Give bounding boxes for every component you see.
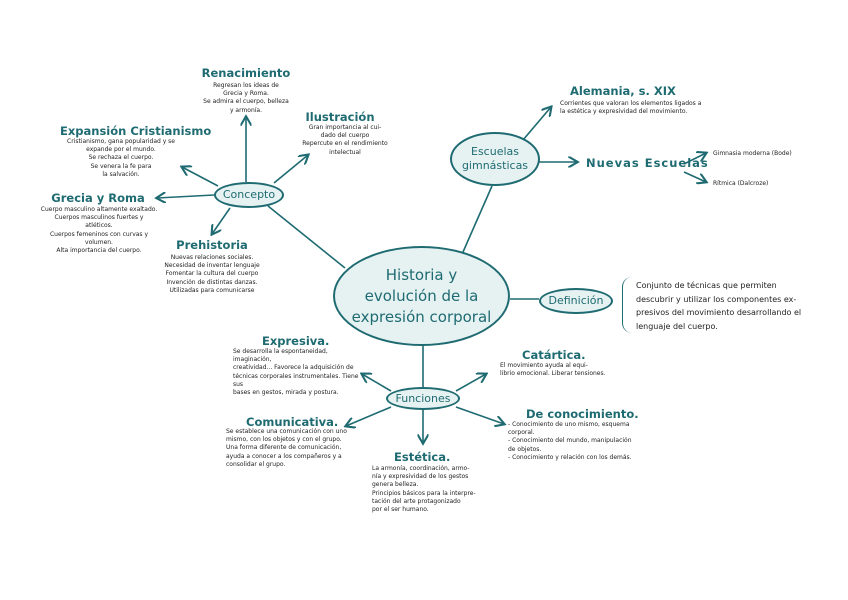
comunicativa-text: Se establece una comunicación con uno mi… — [226, 428, 347, 468]
line-central-escuelas — [462, 185, 493, 253]
prehistoria-text: Nuevas relaciones sociales. Necesidad de… — [164, 254, 260, 294]
conocimiento-text: - Conocimiento de uno mismo, esquema cor… — [508, 421, 632, 461]
concepto-node: Concepto — [214, 182, 284, 208]
escuelas-label: Escuelas gimnásticas — [461, 145, 529, 172]
definicion-brace — [622, 277, 633, 333]
arrow-expansion — [182, 167, 219, 187]
concepto-label: Concepto — [222, 188, 276, 201]
gimnasia-text: Gimnasia moderna (Bode) — [713, 150, 792, 157]
expansion-title: Expansión Cristianismo — [60, 124, 212, 138]
nuevas-title: Nuevas Escuelas — [586, 156, 709, 170]
funciones-node: Funciones — [386, 387, 460, 410]
central-title: Historia y evolución de la expresión cor… — [351, 265, 492, 326]
escuelas-node: Escuelas gimnásticas — [450, 132, 540, 186]
funciones-label: Funciones — [395, 391, 451, 405]
arrow-ilustracion — [273, 155, 308, 184]
comunicativa-title: Comunicativa. — [246, 415, 339, 429]
alemania-title: Alemania, s. XIX — [570, 84, 676, 98]
ilustracion-title: Ilustración — [305, 110, 375, 124]
arrow-grecia — [157, 195, 215, 198]
catartica-title: Catártica. — [522, 348, 586, 362]
estetica-title: Estética. — [394, 450, 451, 464]
grecia-text: Cuerpo masculino altamente exaltado. Cue… — [40, 206, 158, 255]
ilustracion-text: Gran importancia al cui- dado del cuerpo… — [302, 124, 388, 156]
expansion-text: Cristianismo, gana popularidad y se expa… — [67, 138, 175, 178]
renacimiento-text: Regresan los ideas de Grecia y Roma. Se … — [203, 82, 289, 114]
definicion-text: Conjunto de técnicas que permiten descub… — [636, 281, 802, 331]
arrow-gimnasia — [683, 153, 706, 165]
alemania-text: Corrientes que valoran los elementos lig… — [560, 100, 702, 116]
ritmica-text: Rítmica (Dalcroze) — [713, 180, 769, 187]
grecia-title: Grecia y Roma — [51, 191, 145, 205]
arrow-ritmica — [683, 171, 706, 182]
arrow-catartica — [455, 374, 486, 392]
arrow-prehistoria — [212, 207, 231, 234]
expresiva-title: Expresiva. — [262, 334, 330, 348]
conocimiento-title: De conocimiento. — [526, 407, 639, 421]
catartica-text: El movimiento ayuda al equi- librio emoc… — [500, 362, 606, 378]
definicion-label: Definición — [548, 294, 604, 307]
arrow-comunicativa — [346, 406, 392, 426]
definicion-node: Definición — [539, 288, 613, 314]
prehistoria-title: Prehistoria — [176, 238, 248, 252]
arrow-expresiva — [362, 374, 392, 392]
renacimiento-title: Renacimiento — [201, 66, 291, 80]
central-node: Historia y evolución de la expresión cor… — [333, 246, 510, 346]
arrow-conocimiento — [455, 406, 504, 424]
arrow-alemania — [522, 107, 551, 141]
line-central-concepto — [267, 205, 346, 269]
estetica-text: La armonía, coordinación, armo- nía y ex… — [372, 465, 476, 514]
expresiva-text: Se desarrolla la espontaneidad, imaginac… — [233, 348, 359, 397]
